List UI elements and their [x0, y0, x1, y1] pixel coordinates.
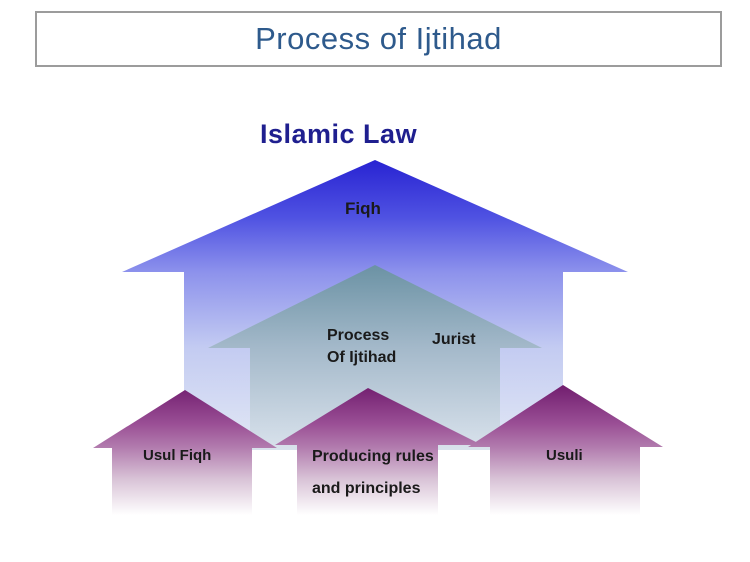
usul-fiqh-arrow-shape: [93, 390, 277, 515]
fiqh-label: Fiqh: [345, 199, 381, 218]
process-label-line2: Of Ijtihad: [327, 349, 397, 366]
producing-rules-label-line2: and principles: [312, 480, 421, 497]
process-label-line1: Process: [327, 327, 390, 344]
page-title: Process of Ijtihad: [255, 21, 502, 56]
islamic-law-label: Islamic Law: [260, 119, 418, 149]
producing-rules-arrow-shape: [275, 388, 482, 515]
usul-fiqh-label: Usul Fiqh: [143, 447, 212, 464]
usuli-label: Usuli: [546, 447, 583, 464]
producing-rules-label-line1: Producing rules: [312, 448, 434, 465]
usuli-arrow-shape: [468, 385, 663, 515]
process-of-ijtihad-label: Process Of Ijtihad: [327, 325, 396, 369]
process-of-ijtihad-arrow-shape: [208, 265, 542, 450]
title-box: Process of Ijtihad: [35, 11, 722, 67]
jurist-label: Jurist: [432, 331, 476, 348]
